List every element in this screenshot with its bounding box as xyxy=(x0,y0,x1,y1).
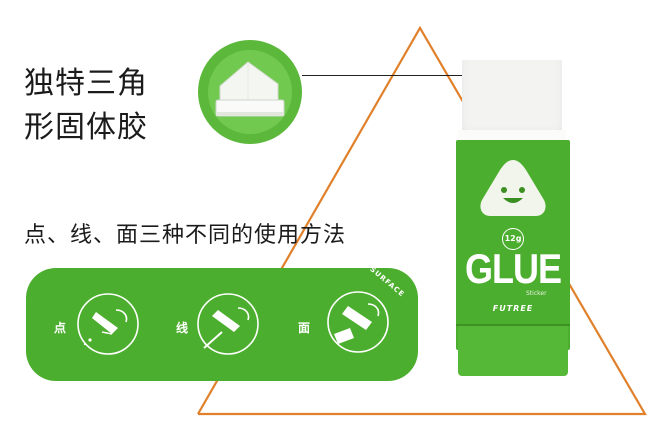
tip-zoom-circle xyxy=(198,40,302,144)
method-label-line: 线 xyxy=(176,321,189,335)
feature-title-line1: 独特三角 xyxy=(24,66,148,101)
triangle-tip-icon xyxy=(215,61,285,117)
glue-stick-product: 12g GLUE Sticker FUTREE xyxy=(456,60,570,378)
point-method-icon xyxy=(77,293,139,355)
feature-title-line2: 形固体胶 xyxy=(24,110,148,145)
method-label-surface: 面 xyxy=(298,321,311,335)
product-sub: Sticker xyxy=(526,290,547,297)
pointer-line xyxy=(302,75,512,76)
surface-method-icon xyxy=(327,291,389,353)
smiley-badge-icon xyxy=(480,160,546,216)
product-name: GLUE xyxy=(464,244,562,292)
method-label-point: 点 xyxy=(54,321,67,335)
weight-badge: 12g xyxy=(502,228,524,250)
feature-title: 独特三角 形固体胶 xyxy=(24,62,148,150)
brand-label: FUTREE xyxy=(492,304,534,313)
usage-heading: 点、线、面三种不同的使用方法 xyxy=(24,223,347,248)
usage-methods-panel: 点 线 面 SURFACE xyxy=(26,265,418,381)
line-method-icon xyxy=(197,293,259,355)
